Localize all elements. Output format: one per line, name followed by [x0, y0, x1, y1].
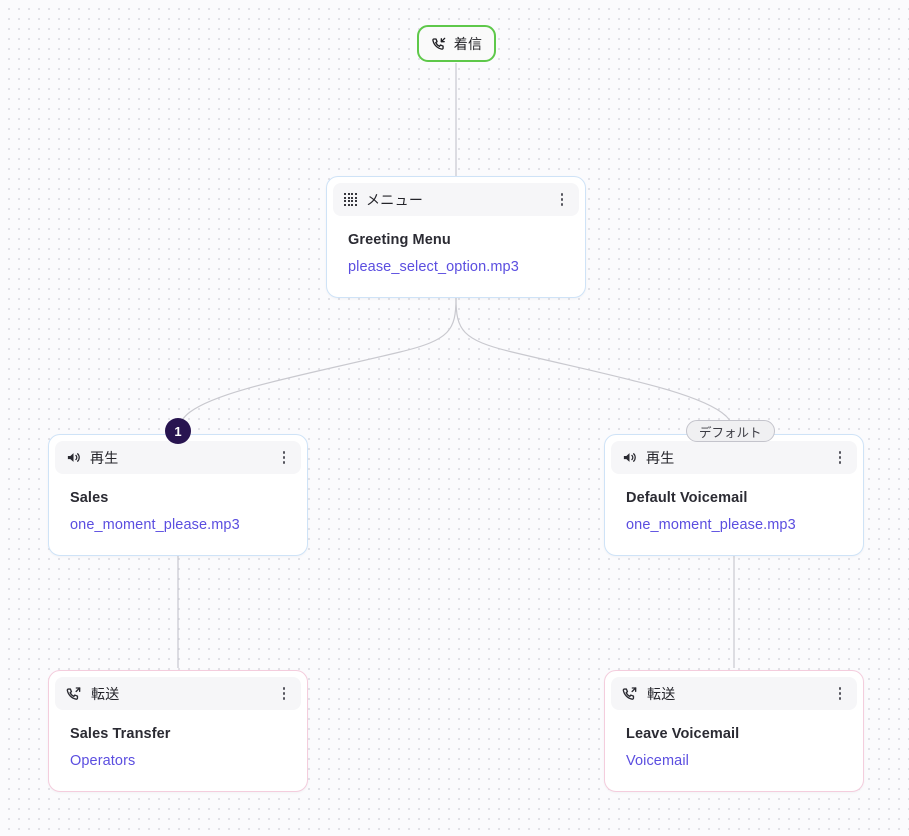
node-options-menu-icon[interactable]: [276, 449, 292, 467]
node-link[interactable]: Operators: [70, 753, 136, 769]
node-type-label: メニュー: [366, 191, 424, 208]
node-greeting-menu[interactable]: メニュー Greeting Menu please_select_option.…: [326, 176, 586, 298]
node-link[interactable]: Voicemail: [626, 753, 689, 769]
trigger-node-incoming-call[interactable]: 着信: [417, 25, 496, 62]
speaker-icon: [623, 453, 636, 462]
node-title: Default Voicemail: [626, 490, 748, 506]
phone-forward-icon: [66, 686, 81, 700]
node-header: メニュー: [333, 183, 579, 216]
node-title: Greeting Menu: [348, 232, 451, 248]
branch-badge-option-1[interactable]: 1: [165, 418, 191, 444]
node-options-menu-icon[interactable]: [554, 191, 570, 209]
node-body: Greeting Menu please_select_option.mp3: [327, 222, 585, 292]
node-header: 転送: [611, 677, 857, 710]
node-options-menu-icon[interactable]: [276, 685, 292, 703]
node-sales-play[interactable]: 再生 Sales one_moment_please.mp3: [48, 434, 308, 556]
node-title: Sales Transfer: [70, 726, 171, 742]
trigger-label: 着信: [453, 35, 483, 52]
node-sales-transfer[interactable]: 転送 Sales Transfer Operators: [48, 670, 308, 792]
node-body: Leave Voicemail Voicemail: [605, 716, 863, 786]
node-title: Sales: [70, 490, 109, 506]
node-body: Sales one_moment_please.mp3: [49, 480, 307, 550]
node-type-label: 再生: [646, 449, 675, 466]
speaker-icon: [67, 453, 80, 462]
node-body: Sales Transfer Operators: [49, 716, 307, 786]
phone-incoming-icon: [431, 37, 446, 50]
node-leave-voicemail-transfer[interactable]: 転送 Leave Voicemail Voicemail: [604, 670, 864, 792]
node-type-label: 転送: [647, 685, 676, 702]
node-options-menu-icon[interactable]: [832, 685, 848, 703]
node-link[interactable]: one_moment_please.mp3: [626, 517, 796, 533]
node-header: 再生: [55, 441, 301, 474]
edge-menu-to-default-play: [455, 297, 735, 435]
node-default-voicemail-play[interactable]: 再生 Default Voicemail one_moment_please.m…: [604, 434, 864, 556]
node-type-label: 再生: [90, 449, 119, 466]
node-header: 転送: [55, 677, 301, 710]
node-header: 再生: [611, 441, 857, 474]
phone-forward-icon: [622, 686, 637, 700]
node-body: Default Voicemail one_moment_please.mp3: [605, 480, 863, 550]
node-link[interactable]: one_moment_please.mp3: [70, 517, 240, 533]
node-link[interactable]: please_select_option.mp3: [348, 259, 519, 275]
grid-dots-icon: [344, 193, 357, 206]
node-type-label: 転送: [91, 685, 120, 702]
branch-badge-default[interactable]: デフォルト: [686, 420, 775, 442]
node-options-menu-icon[interactable]: [832, 449, 848, 467]
node-title: Leave Voicemail: [626, 726, 740, 742]
edge-menu-to-sales-play: [177, 297, 457, 432]
